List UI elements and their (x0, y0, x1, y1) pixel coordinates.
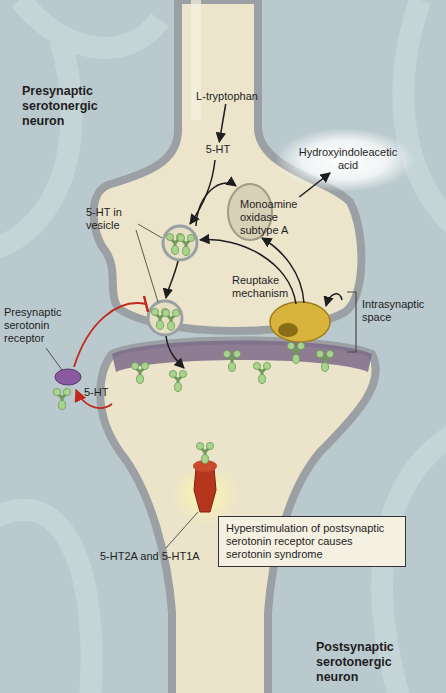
flow-arrow (219, 104, 225, 142)
reuptake-arrow (326, 294, 342, 306)
transporter-pore (278, 323, 298, 337)
inhibition-line (74, 303, 146, 367)
space-bracket (347, 292, 356, 352)
leader-line (136, 224, 162, 302)
node-text: Hydroxyindoleacetic acid (292, 146, 404, 172)
node-text: L-tryptophan (186, 90, 268, 103)
serotonin-molecule (223, 350, 240, 371)
flow-arrow (190, 160, 215, 224)
serotonin-molecule (316, 350, 333, 371)
serotonin-molecule (169, 370, 186, 391)
vesicle (163, 226, 197, 260)
leader-line (46, 348, 62, 370)
part-label: Intrasynaptic space (362, 298, 434, 324)
vesicle (148, 301, 182, 335)
node-text: Hyperstimulation of postsynaptic seroton… (226, 522, 398, 561)
serotonin-molecule (131, 362, 148, 383)
metabolite-glow (275, 128, 415, 192)
postsynaptic-receptor (194, 468, 216, 512)
flow-arrow (166, 261, 178, 298)
serotonin-molecule (287, 342, 304, 363)
precursor-label: L-tryptophan (186, 90, 268, 103)
reuptake-arrow (200, 240, 296, 304)
serotonin-molecule (162, 309, 179, 330)
receptor-label: 5-HT2A and 5-HT1A (100, 550, 216, 563)
serotonin-node: 5-HT (202, 143, 234, 156)
serotonin-molecule (177, 234, 194, 255)
node-text: Monoamine oxidase subtype A (240, 198, 306, 237)
flow-arrow (299, 173, 330, 197)
serotonin-molecule (53, 388, 70, 409)
inhibition-bar (144, 296, 148, 312)
part-label: 5-HT in vesicle (86, 206, 138, 232)
presynaptic-receptor (55, 369, 81, 385)
reuptake-transporter (270, 302, 330, 342)
enzyme-label: Monoamine oxidase subtype A (240, 198, 306, 237)
serotonin-molecule (196, 442, 213, 463)
release-arrow (166, 336, 184, 368)
part-label: Reuptake mechanism (232, 274, 296, 300)
molecule-label: 5-HT (84, 386, 124, 399)
leader-line (166, 512, 198, 548)
neuron-title: Postsynaptic serotonergic neuron (316, 640, 436, 685)
note-box: Hyperstimulation of postsynaptic seroton… (218, 516, 406, 567)
part-label: Presynaptic serotonin receptor (4, 306, 76, 345)
serotonin-molecule (253, 362, 270, 383)
postsynaptic-membrane (112, 341, 372, 373)
node-text: 5-HT (202, 143, 234, 156)
metabolite-cloud: Hydroxyindoleacetic acid (292, 146, 404, 172)
flow-arrow (196, 183, 236, 226)
neuron-title: Presynaptic serotonergic neuron (22, 84, 126, 129)
